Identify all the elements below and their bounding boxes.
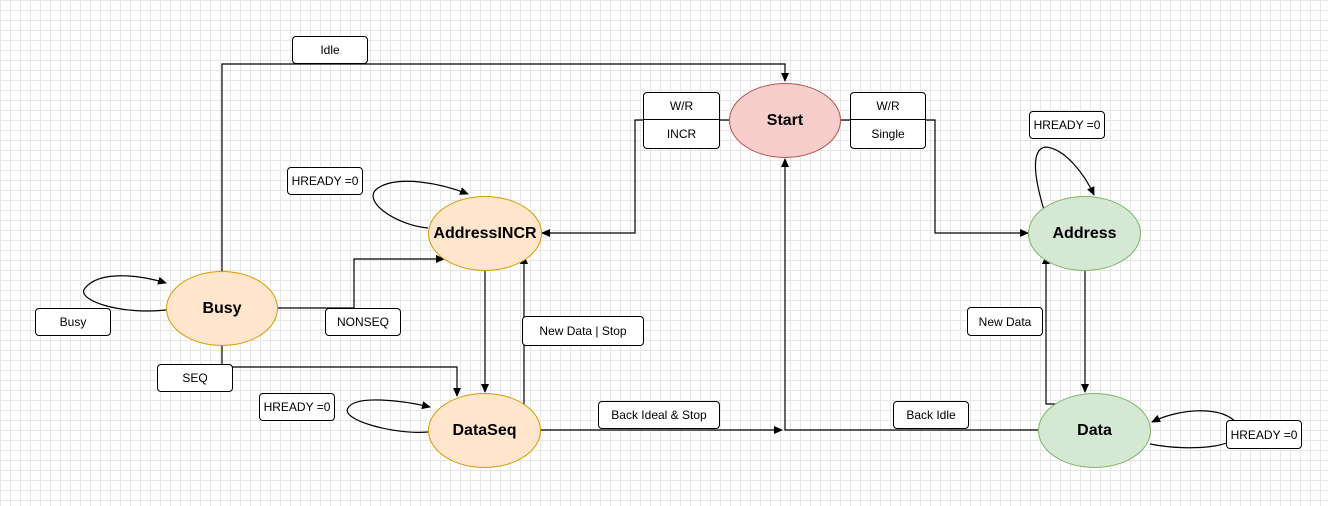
label-hready-address: HREADY =0 <box>1029 111 1105 139</box>
label-back-idle: Back Idle <box>893 401 969 429</box>
label-busy: Busy <box>35 308 111 336</box>
state-busy: Busy <box>166 271 278 346</box>
label-new-data-stop: New Data | Stop <box>522 316 644 346</box>
state-start: Start <box>729 83 841 158</box>
label-single: Single <box>850 119 926 149</box>
label-hready-data-seq: HREADY =0 <box>259 393 335 421</box>
label-idle: Idle <box>292 36 368 64</box>
label-new-data: New Data <box>967 307 1043 336</box>
edge-busy-to-address-incr <box>278 255 445 309</box>
label-seq: SEQ <box>157 364 233 392</box>
edge-data-seq-self-loop <box>346 399 431 433</box>
edge-busy-to-start <box>221 63 789 271</box>
edge-address-incr-self-loop <box>372 180 469 229</box>
edge-busy-self-loop <box>82 275 167 312</box>
state-data: Data <box>1038 393 1151 468</box>
label-hready-data: HREADY =0 <box>1226 420 1302 449</box>
label-wr-left: W/R <box>643 92 720 120</box>
label-hready-address-incr: HREADY =0 <box>287 167 363 195</box>
edge-data-to-start <box>781 158 1038 431</box>
state-data-seq: DataSeq <box>428 393 541 468</box>
state-address-incr: AddressINCR <box>428 196 542 271</box>
edge-data-to-address <box>1042 255 1062 405</box>
state-address: Address <box>1028 196 1141 271</box>
label-incr: INCR <box>643 119 720 149</box>
label-back-ideal-stop: Back Ideal & Stop <box>598 401 720 429</box>
edge-busy-to-data-seq <box>221 345 461 397</box>
label-nonseq: NONSEQ <box>325 308 401 336</box>
edge-address-self-loop <box>1034 146 1095 211</box>
label-wr-right: W/R <box>850 92 926 120</box>
